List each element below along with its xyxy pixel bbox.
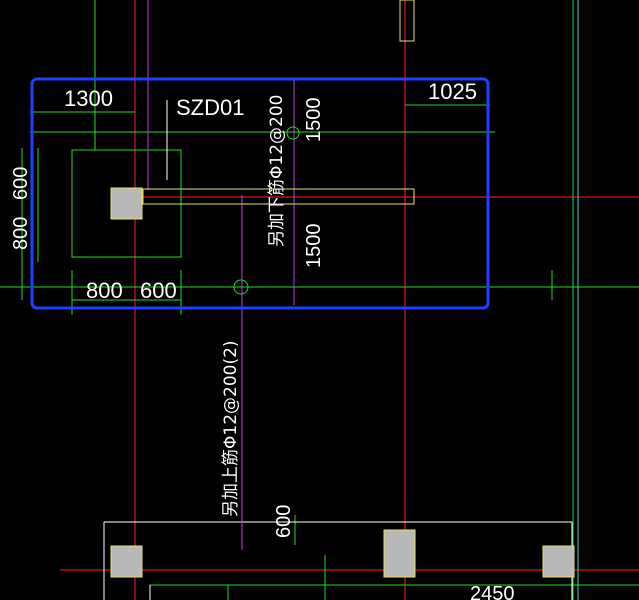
dim-2450-partial-text: 2450 xyxy=(470,583,515,600)
rebar-upper-label[interactable]: 另加上筋Φ12@200(2) xyxy=(221,340,241,517)
column-4[interactable] xyxy=(542,545,575,578)
column-1[interactable] xyxy=(110,187,143,220)
axis-lines xyxy=(60,0,639,600)
dim-800-bottom-text: 800 xyxy=(86,278,123,303)
dim-600-lower-text: 600 xyxy=(273,505,295,538)
pile-cap-id[interactable]: SZD01 xyxy=(176,95,244,120)
dim-1500-bottom-text: 1500 xyxy=(303,224,325,269)
dim-800-vertical-text: 800 xyxy=(10,217,32,250)
rebar-lines xyxy=(147,0,295,550)
column-2[interactable] xyxy=(110,545,143,578)
grid-marker-bottom xyxy=(233,279,249,295)
column-3[interactable] xyxy=(383,529,416,578)
beam-strip[interactable] xyxy=(142,188,415,205)
selection-frame[interactable] xyxy=(30,77,490,310)
dim-600-bottom-text: 600 xyxy=(140,278,177,303)
columns xyxy=(110,187,575,578)
dim-1025-text: 1025 xyxy=(428,79,477,104)
dim-600-vertical-text: 600 xyxy=(10,167,32,200)
foundation-outline xyxy=(103,521,573,600)
beam-top-stub[interactable] xyxy=(399,0,415,42)
grid-marker-top xyxy=(286,126,300,140)
dim-1300-text: 1300 xyxy=(64,86,113,111)
rebar-lower-label[interactable]: 另加下筋Φ12@200 xyxy=(267,95,287,247)
dim-1500-top-text: 1500 xyxy=(303,98,325,143)
